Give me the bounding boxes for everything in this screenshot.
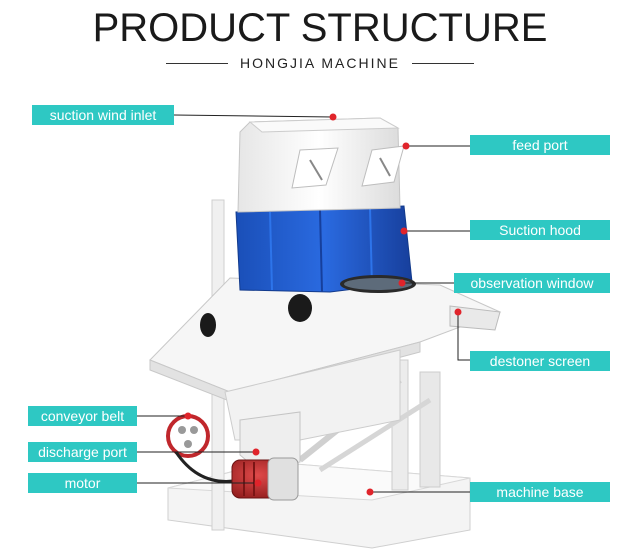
- subtitle-row: HONGJIA MACHINE: [0, 55, 640, 71]
- label-conveyor-belt: conveyor belt: [28, 406, 137, 426]
- deck-porthole: [288, 294, 312, 322]
- marker-discharge-port: [252, 448, 260, 456]
- label-destoner-screen: destoner screen: [470, 351, 610, 371]
- label-observation-window: observation window: [454, 273, 610, 293]
- label-suction-hood: Suction hood: [470, 220, 610, 240]
- belt-pulley-hole: [190, 426, 198, 434]
- label-machine-base: machine base: [470, 482, 610, 502]
- feed-slot: [379, 157, 391, 177]
- belt-pulley-hole: [178, 426, 186, 434]
- deck-porthole-left: [200, 313, 216, 337]
- feed-slot: [309, 159, 323, 181]
- page-subtitle: HONGJIA MACHINE: [240, 55, 400, 71]
- marker-feed-port: [402, 142, 410, 150]
- hood-fold: [269, 211, 273, 291]
- observation-window-glass: [344, 278, 412, 290]
- label-motor: motor: [28, 473, 137, 493]
- hood-fold: [319, 209, 323, 293]
- belt-pulley-hole: [184, 440, 192, 448]
- leader-destoner-screen: [457, 312, 470, 361]
- marker-suction-hood: [400, 227, 408, 235]
- leader-suction-wind-inlet: [173, 114, 334, 118]
- motor-end: [267, 457, 299, 501]
- brace-2: [318, 397, 432, 473]
- feed-chute-right: [361, 145, 405, 187]
- subtitle-rule-right: [411, 62, 474, 64]
- subtitle-rule-left: [166, 62, 229, 64]
- marker-conveyor-belt: [184, 412, 192, 420]
- page-title: PRODUCT STRUCTURE: [92, 6, 548, 50]
- marker-destoner-screen: [454, 308, 462, 316]
- label-discharge-port: discharge port: [28, 442, 137, 462]
- top-cap: [248, 117, 400, 133]
- marker-observation-window: [398, 279, 406, 287]
- marker-machine-base: [366, 488, 374, 496]
- screen-outlet: [449, 305, 501, 331]
- marker-motor: [254, 479, 262, 487]
- label-suction-wind-inlet: suction wind inlet: [32, 105, 174, 125]
- hood-fold: [369, 207, 373, 289]
- marker-suction-wind-inlet: [329, 113, 337, 121]
- label-feed-port: feed port: [470, 135, 610, 155]
